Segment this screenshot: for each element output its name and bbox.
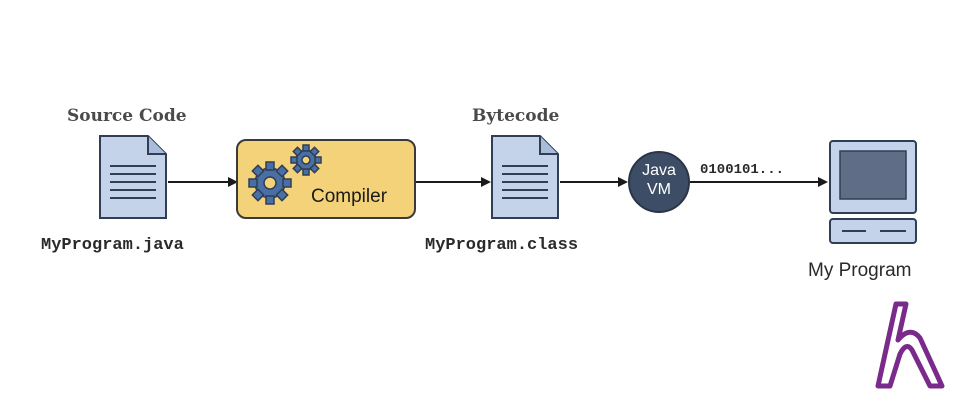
computer-icon <box>829 140 917 244</box>
logo-mark <box>875 301 945 389</box>
jvm-label-line1: Java <box>642 162 676 179</box>
source-code-heading: Source Code <box>67 106 187 126</box>
jvm-label-line2: VM <box>647 181 671 198</box>
source-document-icon <box>99 135 167 219</box>
compiler-label: Compiler <box>311 186 388 207</box>
source-file-label: MyProgram.java <box>41 236 184 255</box>
program-label: My Program <box>808 260 912 281</box>
class-file-label: MyProgram.class <box>425 236 579 255</box>
gear-icon <box>248 161 292 205</box>
bytecode-heading: Bytecode <box>472 106 560 126</box>
small-gear-icon <box>290 144 322 176</box>
compiler-box <box>236 139 416 219</box>
binary-stream-label: 0100101... <box>700 162 785 178</box>
bytecode-document-icon <box>491 135 559 219</box>
jvm-circle <box>628 151 690 213</box>
